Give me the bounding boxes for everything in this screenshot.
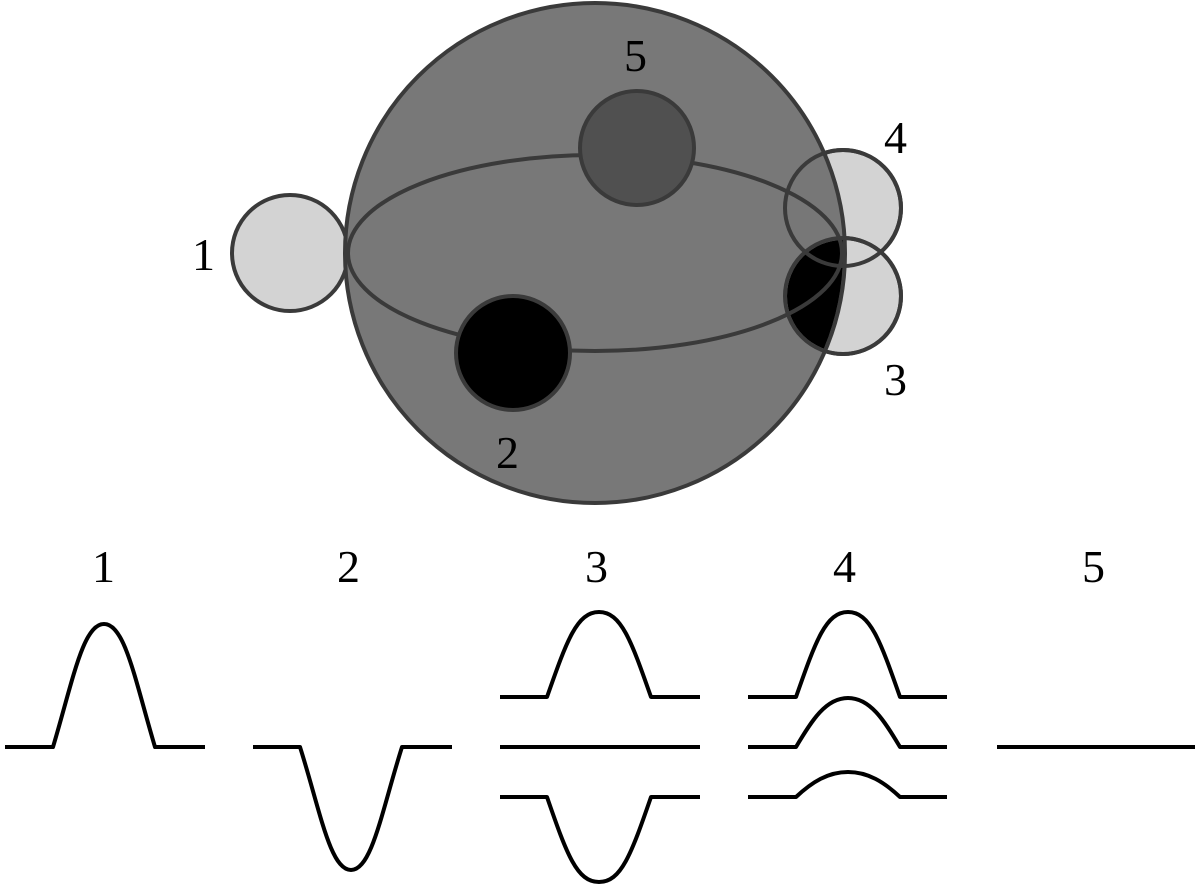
panel-4-wave-middle [748,696,947,749]
panels-group: 1 2 3 4 5 [5,541,1195,884]
panel-4-wave-top [748,610,947,699]
panel-2-wave-negative [253,745,452,872]
planet-3-transit-part [787,240,843,352]
panel-3-wave-bottom [500,795,700,884]
planet-1-disk [230,193,350,313]
planet-label-3: 3 [884,354,907,405]
panel-label-5: 5 [1082,541,1105,592]
planet-3-outline [783,236,903,356]
panel-3-wave-top [500,610,700,699]
panel-label-4: 4 [833,541,856,592]
sphere-group: 1 2 3 4 5 [192,1,907,505]
planet-label-2: 2 [496,427,519,478]
panel-1-wave-positive [5,622,205,749]
planet-label-4: 4 [884,112,907,163]
planet-4-outline [783,148,903,268]
panel-label-1: 1 [92,541,115,592]
planet-2-disk [454,294,572,412]
star-sphere [343,1,847,505]
planet-label-5: 5 [624,30,647,81]
panel-4-wave-bottom [748,770,947,799]
panel-label-2: 2 [337,541,360,592]
planet-label-1: 1 [192,229,215,280]
planet-5-disk [578,89,696,207]
panel-label-3: 3 [585,541,608,592]
